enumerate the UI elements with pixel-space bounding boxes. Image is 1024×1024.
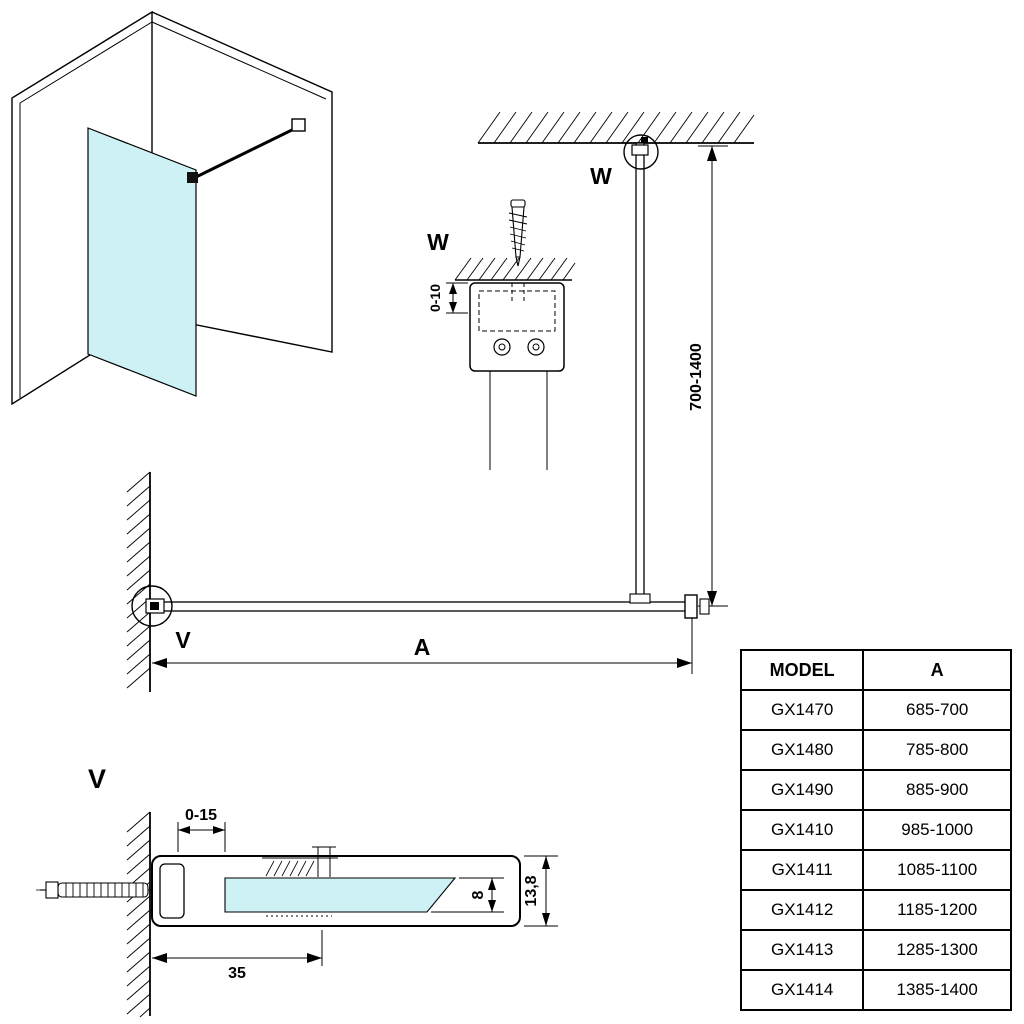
wall-hatch [126, 471, 151, 689]
arrowhead [213, 826, 225, 834]
arrowhead [178, 826, 190, 834]
a-cell: 1385-1400 [862, 969, 1012, 1011]
isometric-view [11, 10, 333, 406]
model-cell: GX1480 [739, 729, 865, 771]
arrowhead [152, 658, 167, 668]
bracket-slot [478, 290, 556, 332]
ceiling-bracket [631, 144, 649, 156]
ceiling-hatch [477, 111, 755, 144]
table-row: GX1410 985-1000 [739, 809, 1012, 851]
dimension-bar-length: 700-1400 [688, 145, 728, 607]
model-column-header: MODEL [739, 649, 865, 691]
arrowhead [449, 283, 457, 294]
table-row: GX1470 685-700 [739, 689, 1012, 731]
a-column-header: A [862, 649, 1012, 691]
dimension-profile-height: 13,8 [523, 855, 558, 927]
table-row: GX1411 1085-1100 [739, 849, 1012, 891]
arrowhead [488, 900, 496, 912]
model-cell: GX1410 [739, 809, 865, 851]
detail-v: V 0-15 35 [36, 764, 558, 1018]
detail-w-callout-circle [623, 134, 659, 170]
detail-w-callout-label: W [590, 163, 612, 189]
detail-ceiling-hatch [454, 257, 576, 281]
dim-a-label: A [414, 634, 431, 660]
arrowhead [677, 658, 692, 668]
detail-v-callout-label: V [175, 627, 191, 653]
ceiling-bracket-screw [641, 137, 648, 143]
arrowhead [152, 953, 167, 963]
glass-bar-edge [151, 601, 693, 612]
a-cell: 1185-1200 [862, 889, 1012, 931]
ceiling-screw-icon [508, 199, 528, 267]
a-cell: 685-700 [862, 689, 1012, 731]
model-cell: GX1414 [739, 969, 865, 1011]
a-cell: 785-800 [862, 729, 1012, 771]
wall-bracket-core [150, 602, 159, 610]
model-cell: GX1411 [739, 849, 865, 891]
dim-wall-depth-label: 35 [228, 965, 246, 982]
plan-view: V A [126, 471, 710, 692]
dimension-wall-depth: 35 [152, 930, 323, 982]
glass-panel [87, 127, 197, 397]
wall-thickness-lines [19, 21, 327, 398]
bracket-screw-hole [511, 283, 525, 303]
bracket-body [469, 282, 565, 372]
bar-continuation [489, 371, 548, 470]
bracket-screw-right [527, 338, 545, 356]
a-cell: 1285-1300 [862, 929, 1012, 971]
arrowhead [542, 913, 550, 926]
bar-glass-fitting [187, 172, 198, 183]
detail-w-label: W [427, 229, 449, 255]
table-row: GX1480 785-800 [739, 729, 1012, 771]
glass-section [224, 877, 457, 913]
detail-w: W 0-10 [427, 199, 576, 470]
dim-profile-height-label: 13,8 [523, 875, 540, 906]
arrowhead [542, 856, 550, 869]
bar-end-cap [699, 598, 710, 615]
profile-wall-channel [159, 863, 185, 919]
arrowhead [449, 302, 457, 313]
dim-ceiling-offset-label: 0-10 [427, 284, 443, 312]
dim-glass-inset-label: 0-15 [185, 807, 217, 824]
bar-wall-fitting [291, 118, 306, 132]
bar-junction-bracket [629, 593, 651, 604]
dimension-glass-inset: 0-15 [177, 807, 226, 852]
arrowhead [707, 591, 717, 606]
dimension-a: A [152, 618, 693, 674]
model-cell: GX1413 [739, 929, 865, 971]
a-cell: 885-900 [862, 769, 1012, 811]
model-cell: GX1470 [739, 689, 865, 731]
table-row: GX1414 1385-1400 [739, 969, 1012, 1011]
wall-hatch-v [126, 811, 151, 1018]
dimension-ceiling-offset: 0-10 [427, 282, 468, 314]
table-row: GX1412 1185-1200 [739, 889, 1012, 931]
table-header-row: MODEL A [739, 649, 1012, 691]
a-cell: 1085-1100 [862, 849, 1012, 891]
dim-glass-thickness-label: 8 [470, 890, 487, 899]
detail-v-label: V [88, 764, 106, 794]
arrowhead [488, 878, 496, 890]
model-cell: GX1490 [739, 769, 865, 811]
dimension-glass-thickness: 8 [431, 877, 504, 913]
glass-clamp [262, 846, 338, 917]
table-row: GX1413 1285-1300 [739, 929, 1012, 971]
model-spec-table: MODEL A GX1470 685-700 GX1480 785-800 GX… [739, 649, 1012, 1011]
support-bar-vertical [635, 142, 645, 603]
arrowhead [307, 953, 322, 963]
support-bar-iso [193, 126, 297, 180]
a-cell: 985-1000 [862, 809, 1012, 851]
arrowhead [707, 146, 717, 161]
bracket-screw-left [493, 338, 511, 356]
wall-anchor-screw-icon [36, 881, 164, 899]
detail-v-callout-circle [131, 585, 173, 627]
table-row: GX1490 885-900 [739, 769, 1012, 811]
bar-end-bracket [684, 594, 698, 619]
model-cell: GX1412 [739, 889, 865, 931]
dim-bar-length-label: 700-1400 [688, 343, 705, 411]
